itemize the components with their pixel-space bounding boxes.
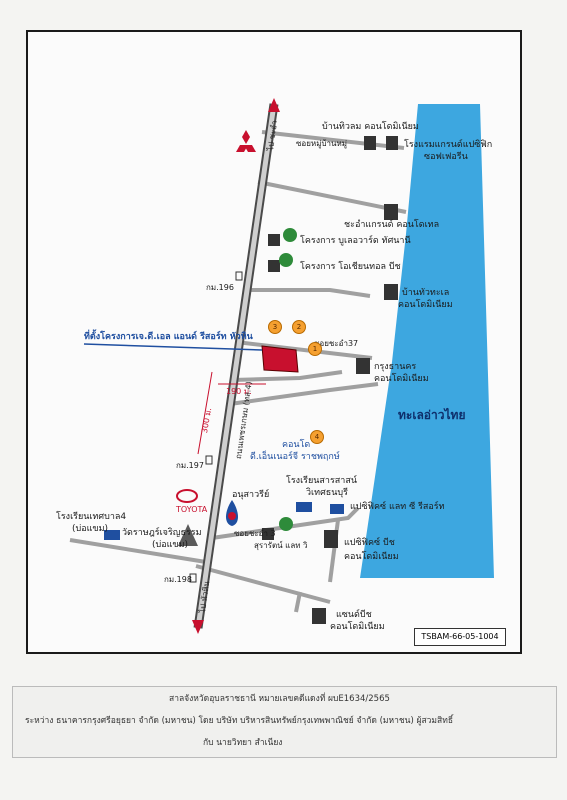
marker-3: 3 — [268, 320, 282, 334]
marker-1: 1 — [308, 342, 322, 356]
label-dist-190: 190 ม. — [226, 387, 252, 396]
label-km198: กม.198 — [164, 575, 192, 584]
label-wat: วัดราษฎร์เจริญธรรม — [122, 528, 202, 538]
document-code: TSBAM-66-05-1004 — [414, 628, 506, 646]
label-soi-chaam37: ซอยชะอำ37 — [314, 339, 359, 348]
arrow-north-icon — [268, 98, 280, 112]
label-project-blue: โครงการ บูเลอวาร์ด ทัศนานี — [300, 236, 411, 246]
label-baan-tua-tale: บ้านทัวทะเล — [402, 288, 450, 298]
label-km197: กม.197 — [176, 461, 204, 470]
label-anusawari: อนุสาวรีย์ — [232, 490, 270, 500]
footer-line-3: กับ นายวิทยา สำเนียง — [203, 738, 283, 748]
footer-line-2: ระหว่าง ธนาคารกรุงศรีอยุธยา จำกัด (มหาชน… — [25, 716, 454, 726]
label-condo-center-2: ดี.เอ็นเนอร์จี ราชพฤกษ์ — [250, 452, 340, 462]
label-wat-2: (บ่อแขม) — [152, 540, 189, 550]
sea-area — [360, 104, 494, 578]
label-condominium: คอนโดมิเนียม — [398, 300, 453, 310]
label-school-saraswati: โรงเรียนสารสาสน์ — [286, 476, 357, 486]
footer-box: สาลจังหวัดอุบลราชธานี หมายเลขคดีแดงที่ ผ… — [12, 686, 557, 758]
label-sea-grand: ชะอำแกรนด์ คอนโดเทล — [344, 220, 440, 230]
temple-icon — [178, 524, 198, 546]
toyota-logo-icon — [176, 489, 198, 503]
label-project-site: ที่ตั้งโครงการเจ.ดี.เอล แอนด์ รีสอร์ท หั… — [84, 332, 253, 342]
label-hotel: โรงแรมแกรนด์แปซิฟิก — [404, 140, 493, 150]
label-sea: ทะเลอ่าวไทย — [398, 408, 466, 422]
project-site-marker — [261, 345, 299, 373]
label-school-saraswati-2: วิเทศธนบุรี — [306, 488, 348, 498]
mitsubishi-logo-icon — [236, 130, 256, 152]
side-roads — [69, 130, 407, 613]
tree-icons — [279, 228, 297, 531]
label-sandbeach: แซนด์บีช — [336, 610, 372, 620]
label-pacific-beach-2: คอนโดมิเนียม — [344, 552, 399, 562]
label-pacific-beach: แปซิฟิคซ์ บีช — [344, 538, 395, 548]
footer-line-1: สาลจังหวัดอุบลราชธานี หมายเลขคดีแดงที่ ผ… — [169, 694, 390, 704]
marker-2: 2 — [292, 320, 306, 334]
site-pointer-line — [83, 343, 263, 351]
label-km196: กม.196 — [206, 283, 234, 292]
label-hotel-2: ซอฟเฟอรีน — [424, 152, 468, 162]
label-kruthanakorn-2: คอนโดมิเนียม — [374, 374, 429, 384]
label-kruthanakorn: กรุงธานคร — [374, 362, 417, 372]
label-baan-thi-lom: บ้านทิวลม คอนโดมิเนียม — [322, 122, 419, 132]
label-condo-center: คอนโด — [282, 440, 311, 450]
label-pacific-resort: แปซิฟิคซ์ แลท ซี รีสอร์ท — [350, 502, 445, 512]
school-icon — [104, 530, 120, 540]
label-toyota: TOYOTA — [176, 505, 208, 514]
label-school-tesaban-2: (บ่อแขม) — [72, 524, 109, 534]
label-project-orange: โครงการ โอเชียนทอล บีช — [300, 262, 401, 272]
label-soi-mu-baan: ซอยหมู่บ้านหมู่ — [296, 139, 348, 148]
label-school-tesaban: โรงเรียนเทศบาล4 — [56, 512, 127, 522]
marker-4: 4 — [310, 430, 324, 444]
km-marker-icons — [189, 271, 243, 583]
label-suratan: สุรารัตน์ แลท วิ — [254, 541, 308, 550]
arrow-south-icon — [192, 620, 204, 634]
label-soi-chaam-3: ซอยชะอำ 3 — [234, 529, 276, 538]
label-sandbeach-2: คอนโดมิเนียม — [330, 622, 385, 632]
building-icons — [262, 136, 398, 624]
